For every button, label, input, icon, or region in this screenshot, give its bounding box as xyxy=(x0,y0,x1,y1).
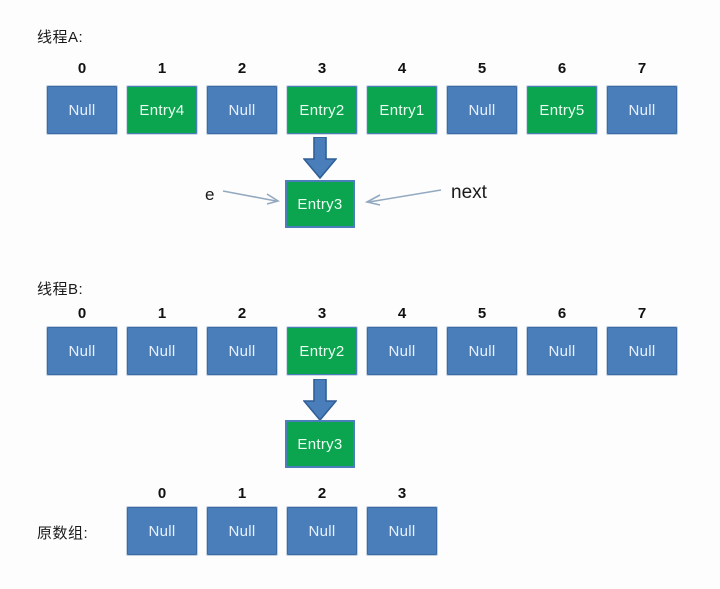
thread-a-index-3: 3 xyxy=(317,60,327,77)
original-array-cell-0: Null xyxy=(127,507,197,555)
thread-a-index-5: 5 xyxy=(477,60,487,77)
thread-b-index-6: 6 xyxy=(557,305,567,322)
pointer-label-e: e xyxy=(205,185,215,204)
thread-a-cell-1: Entry4 xyxy=(127,86,197,134)
original-array-index-1: 1 xyxy=(237,485,247,502)
pointer-next-arrow-icon xyxy=(363,186,443,215)
thread-a-index-6: 6 xyxy=(557,60,567,77)
thread-a-index-4: 4 xyxy=(397,60,407,77)
original-array-title: 原数组: xyxy=(37,525,89,542)
thread-a-index-0: 0 xyxy=(77,60,87,77)
thread-b-cell-5: Null xyxy=(447,327,517,375)
thread-b-cell-7: Null xyxy=(607,327,677,375)
thread-a-cell-0: Null xyxy=(47,86,117,134)
thread-b-entry3-node: Entry3 xyxy=(285,420,355,468)
thread-b-index-2: 2 xyxy=(237,305,247,322)
thread-a-cell-7: Null xyxy=(607,86,677,134)
original-array-index-0: 0 xyxy=(157,485,167,502)
thread-b-index-5: 5 xyxy=(477,305,487,322)
thread-b-cell-1: Null xyxy=(127,327,197,375)
thread-a-cell-5: Null xyxy=(447,86,517,134)
original-array-index-3: 3 xyxy=(397,485,407,502)
pointer-label-next: next xyxy=(451,182,487,203)
thread-a-entry3-node: Entry3 xyxy=(285,180,355,228)
thread-b-cell-2: Null xyxy=(207,327,277,375)
thread-b-index-1: 1 xyxy=(157,305,167,322)
thread-b-cell-4: Null xyxy=(367,327,437,375)
thread-a-index-2: 2 xyxy=(237,60,247,77)
original-array-index-2: 2 xyxy=(317,485,327,502)
thread-b-link-arrow-icon xyxy=(302,378,338,426)
thread-a-title: 线程A: xyxy=(37,29,84,46)
thread-a-index-1: 1 xyxy=(157,60,167,77)
thread-a-link-arrow-icon xyxy=(302,136,338,184)
thread-b-cell-0: Null xyxy=(47,327,117,375)
thread-b-index-7: 7 xyxy=(637,305,647,322)
thread-b-index-4: 4 xyxy=(397,305,407,322)
thread-b-cell-3: Entry2 xyxy=(287,327,357,375)
thread-a-cell-2: Null xyxy=(207,86,277,134)
original-array-cell-2: Null xyxy=(287,507,357,555)
thread-a-index-7: 7 xyxy=(637,60,647,77)
thread-a-cell-3: Entry2 xyxy=(287,86,357,134)
thread-b-title: 线程B: xyxy=(37,281,84,298)
original-array-cell-1: Null xyxy=(207,507,277,555)
original-array-cell-3: Null xyxy=(367,507,437,555)
thread-a-cell-4: Entry1 xyxy=(367,86,437,134)
thread-a-cell-6: Entry5 xyxy=(527,86,597,134)
thread-b-cell-6: Null xyxy=(527,327,597,375)
thread-b-index-0: 0 xyxy=(77,305,87,322)
thread-b-index-3: 3 xyxy=(317,305,327,322)
pointer-e-arrow-icon xyxy=(222,186,284,215)
